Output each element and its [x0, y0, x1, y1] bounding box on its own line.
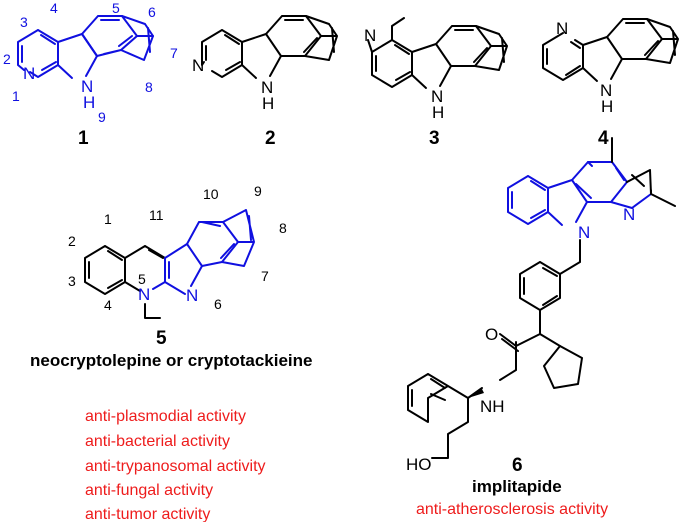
compound-6-wedge-bond: [468, 389, 484, 398]
compound-6-ho-atom: HO: [406, 455, 432, 474]
compound-5-activity-2: anti-bacterial activity: [85, 433, 230, 450]
compound-6-activity-1: anti-atherosclerosis activity: [416, 501, 608, 518]
compound-1-number-2: 2: [3, 51, 11, 67]
compound-6-o-atom: O: [485, 325, 498, 344]
compound-5-activity-1: anti-plasmodial activity: [85, 408, 246, 425]
compound-4-h-atom: H: [601, 97, 613, 116]
compound-1-number-7: 7: [170, 45, 178, 61]
compound-5-n6-atom: N: [186, 286, 198, 305]
compound-5-number-10: 10: [203, 186, 219, 202]
compound-5-number-9: 9: [254, 183, 262, 199]
compound-5-label: 5: [156, 328, 167, 349]
compound-2-label: 2: [265, 128, 276, 149]
compound-6-nh-atom: NH: [480, 397, 505, 416]
compound-5-number-4: 4: [104, 297, 112, 313]
compound-1-n1-atom: N: [23, 64, 35, 83]
compound-4-n-atom: N: [556, 19, 568, 38]
compound-6-label: 6: [512, 455, 523, 476]
compound-2-structure: N N H 2: [192, 15, 338, 149]
compound-6-name: implitapide: [472, 477, 562, 496]
compound-4-structure: N N H 4: [542, 18, 679, 149]
compound-5-activity-5: anti-tumor activity: [85, 506, 210, 522]
compound-1-number-1: 1: [12, 88, 20, 104]
compound-5-number-5: 5: [138, 271, 146, 287]
compound-5-number-3: 3: [68, 273, 76, 289]
compound-2-nh-atom: N: [261, 78, 273, 97]
compound-5-number-1: 1: [104, 211, 112, 227]
compound-6-n1-atom: N: [623, 205, 635, 224]
compound-3-h-atom: H: [432, 103, 444, 122]
compound-5-structure: N N 1 2 3 4 5 6 7 8 9 10 11 5 neocryptol…: [30, 183, 312, 370]
compound-3-structure: N N H 3: [364, 17, 508, 149]
compound-6-n9-atom: N: [578, 223, 590, 242]
compound-3-label: 3: [429, 128, 440, 149]
compound-3-nh-atom: N: [431, 87, 443, 106]
compound-5-activity-4: anti-fungal activity: [85, 482, 213, 499]
compound-1-number-8: 8: [145, 79, 153, 95]
compound-1-label: 1: [78, 128, 89, 149]
compound-4-nh-atom: N: [600, 81, 612, 100]
compound-5-number-2: 2: [68, 233, 76, 249]
compound-5-number-7: 7: [261, 268, 269, 284]
compound-2-h-atom: H: [262, 94, 274, 113]
compound-3-n-atom: N: [364, 26, 376, 45]
compound-5-activities: anti-plasmodial activity anti-bacterial …: [85, 408, 266, 522]
compound-5-activity-3: anti-trypanosomal activity: [85, 458, 266, 475]
compound-6-structure: N N O NH HO 6 implitapide anti-atheroscl…: [406, 137, 676, 518]
compound-1-number-3: 3: [20, 14, 28, 30]
compound-1-number-5: 5: [112, 0, 120, 16]
compound-1-n9-atom: N: [81, 77, 93, 96]
compound-1-structure: N N H 3 4 5 6 7 8 2 1 9 1: [3, 0, 178, 149]
compound-5-name: neocryptolepine or cryptotackieine: [30, 351, 312, 370]
compound-2-n-atom: N: [192, 56, 204, 75]
compound-5-number-11: 11: [149, 207, 164, 223]
compound-5-n5-atom: N: [138, 285, 150, 304]
compound-1-number-9: 9: [98, 109, 106, 125]
compound-4-label: 4: [598, 128, 609, 149]
compound-5-number-6: 6: [214, 296, 222, 312]
compound-1-h9-atom: H: [83, 93, 95, 112]
compound-1-number-6: 6: [148, 4, 156, 20]
compound-5-number-8: 8: [279, 220, 287, 236]
compound-1-number-4: 4: [50, 0, 58, 16]
